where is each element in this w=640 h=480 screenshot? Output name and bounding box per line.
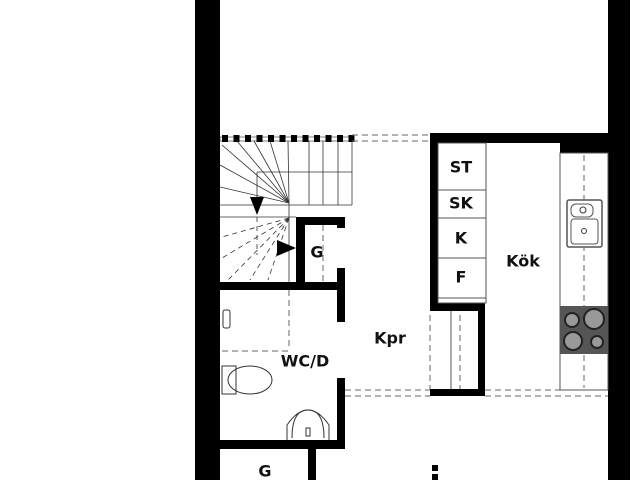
arrow-down-icon — [250, 197, 264, 215]
railing-post — [233, 135, 240, 142]
room-label-wc: WC/D — [281, 352, 330, 371]
railing-post — [337, 135, 343, 142]
shower-tap-icon — [222, 309, 231, 329]
sink-icon — [566, 199, 603, 248]
wall-wc-bottom — [220, 440, 345, 449]
railing-post — [325, 135, 332, 142]
wall-wc-top — [220, 282, 345, 290]
cabinet-label-k: K — [455, 229, 468, 248]
cabinet-label-sk: SK — [449, 194, 474, 213]
cabinet-label-st: ST — [450, 158, 473, 177]
railing-post — [302, 135, 309, 142]
railing-post — [279, 135, 286, 142]
stove-icon — [560, 306, 608, 354]
railing-post — [291, 135, 297, 142]
staircase — [219, 140, 353, 282]
railing-post — [268, 135, 274, 142]
wall-right — [608, 0, 630, 480]
cabinet-label-f: F — [456, 268, 467, 287]
stair-railing — [219, 135, 355, 142]
railing-post — [348, 135, 355, 142]
railing-post — [245, 135, 251, 142]
railing-post — [222, 135, 228, 142]
room-label-hall: Kpr — [374, 329, 406, 348]
wall-kitchen-top — [430, 133, 608, 143]
railing-post — [314, 135, 320, 142]
washbasin-icon — [286, 409, 330, 440]
kitchen-counter — [559, 152, 609, 391]
room-label-kitchen: Kök — [506, 252, 540, 271]
wall-left — [195, 0, 220, 480]
wall-counter-top — [560, 133, 608, 153]
toilet-icon — [221, 365, 273, 395]
room-label-closet-lower: G — [258, 462, 271, 480]
railing-post — [256, 135, 263, 142]
arrow-right-icon — [277, 240, 296, 256]
room-label-closet-stairs: G — [310, 243, 323, 262]
